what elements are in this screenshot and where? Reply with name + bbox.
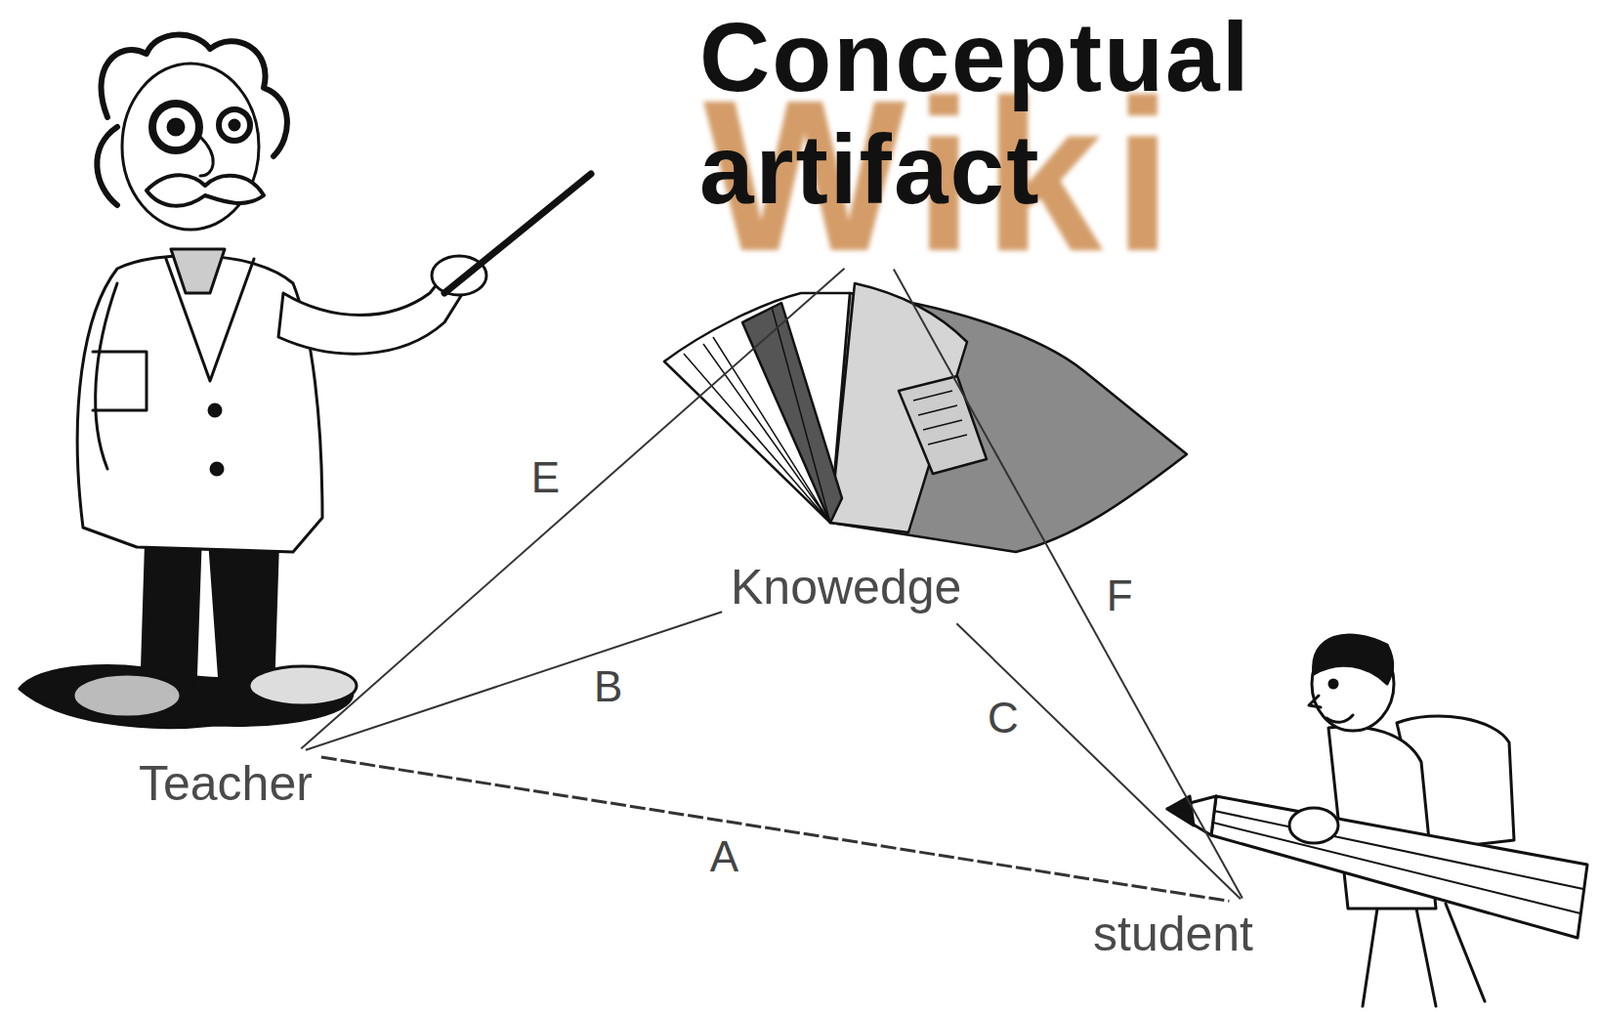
concept-vertex-label: Conceptual artifact — [698, 0, 1324, 266]
teacher-figure-part — [209, 404, 221, 417]
teacher-figure-part — [101, 35, 288, 157]
book-figure — [664, 283, 1187, 552]
book-figure-part — [830, 283, 968, 533]
knowledge-vertex-label: Knowedge — [725, 554, 967, 622]
triangle-line — [300, 268, 844, 750]
teacher-figure-part — [210, 463, 223, 475]
teacher-figure-part — [141, 527, 201, 689]
edge-letter: A — [706, 833, 743, 881]
student-figure-part — [1289, 807, 1339, 843]
teacher-figure-part — [73, 673, 181, 717]
teacher-figure-part — [170, 249, 225, 294]
student-vertex-label: student — [1088, 901, 1259, 969]
teacher-figure-part — [95, 283, 118, 469]
student-figure-part — [1211, 796, 1588, 938]
teacher-figure-part — [168, 119, 184, 135]
teacher-figure — [19, 35, 591, 728]
teacher-figure-part — [218, 109, 251, 141]
teacher-figure-part — [92, 351, 147, 411]
edge-letter: F — [1102, 572, 1137, 620]
book-figure-part — [742, 302, 843, 523]
triangle-line — [956, 623, 1241, 899]
student-figure-part — [1329, 679, 1338, 688]
student-figure-part — [1167, 796, 1194, 826]
triangle-line — [305, 611, 722, 750]
teacher-figure-part — [200, 136, 213, 176]
book-figure-part — [913, 390, 968, 445]
student-figure-part — [1362, 903, 1485, 1007]
teacher-figure-part — [152, 103, 200, 151]
book-figure-part — [683, 306, 831, 523]
book-figure-part — [898, 376, 987, 474]
edge-letter: E — [527, 454, 564, 502]
teacher-figure-part — [249, 666, 357, 706]
teacher-figure-part — [229, 120, 240, 130]
student-figure-part — [1313, 634, 1393, 684]
student-figure-part — [1326, 715, 1353, 722]
vertex-text: Conceptual artifact — [699, 0, 1323, 226]
vertex-text: student — [1093, 906, 1254, 964]
teacher-figure-part — [96, 126, 118, 206]
triangle-line — [321, 757, 1230, 901]
vertex-text: Knowedge — [730, 559, 962, 617]
teacher-vertex-label: Teacher — [133, 751, 318, 818]
student-figure-part — [1308, 695, 1321, 708]
vertex-text: Teacher — [138, 756, 313, 813]
student-figure-part — [1213, 810, 1584, 914]
edge-letter: C — [983, 693, 1023, 741]
teacher-figure-part — [146, 174, 264, 206]
teacher-figure-part — [444, 173, 591, 294]
student-figure-part — [1167, 796, 1217, 836]
book-figure-part — [664, 293, 850, 523]
edge-letter: B — [589, 663, 627, 711]
